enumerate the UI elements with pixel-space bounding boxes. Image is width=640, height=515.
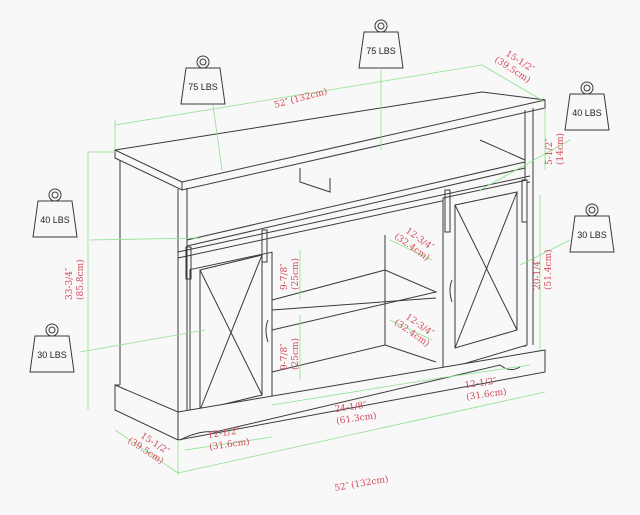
svg-text:12-1/2″: 12-1/2″ bbox=[207, 426, 241, 440]
svg-text:40 LBS: 40 LBS bbox=[40, 215, 70, 225]
weight-icon: 75 LBS bbox=[180, 55, 226, 105]
dim-upper-shelf-height: 9-7/8″ (25cm) bbox=[280, 258, 301, 290]
weight-icon: 40 LBS bbox=[564, 81, 610, 131]
svg-text:(85.8cm): (85.8cm) bbox=[75, 259, 86, 300]
svg-text:12-1/2″: 12-1/2″ bbox=[464, 376, 498, 390]
right-door-hanger bbox=[521, 179, 528, 223]
dim-top-depth: 15-1/2″ (39.5cm) bbox=[492, 49, 536, 85]
right-door-handle[interactable] bbox=[449, 279, 453, 303]
svg-text:75 LBS: 75 LBS bbox=[366, 46, 396, 56]
dim-open-shelf-height: 5-1/2″ (14cm) bbox=[545, 133, 566, 165]
svg-text:40 LBS: 40 LBS bbox=[572, 108, 602, 118]
weight-icon: 30 LBS bbox=[569, 203, 615, 253]
right-door-hanger bbox=[444, 189, 451, 233]
dim-total-height: 33-3/4″ (85.8cm) bbox=[65, 259, 86, 300]
svg-text:20-1/4″: 20-1/4″ bbox=[533, 257, 543, 290]
dim-left-cabinet-width: 12-1/2″ (31.6cm) bbox=[207, 426, 250, 452]
svg-text:(14cm): (14cm) bbox=[555, 133, 566, 165]
dim-cabinet-height: 20-1/4″ (51.4cm) bbox=[533, 249, 554, 290]
svg-text:30 LBS: 30 LBS bbox=[577, 230, 607, 240]
tv-stand-drawing bbox=[114, 91, 546, 441]
weight-icon: 75 LBS bbox=[358, 19, 404, 69]
svg-text:5-1/2″: 5-1/2″ bbox=[545, 138, 555, 165]
left-door-handle[interactable] bbox=[265, 319, 269, 343]
dim-bottom-width: 52″(132cm) bbox=[334, 474, 390, 494]
dim-upper-shelf-depth: 12-3/4″ (32.4cm) bbox=[392, 226, 436, 263]
svg-text:24-1/8″: 24-1/8″ bbox=[334, 400, 368, 414]
svg-text:(51.4cm): (51.4cm) bbox=[543, 249, 554, 290]
weight-icon: 30 LBS bbox=[29, 323, 75, 373]
dimension-lines bbox=[79, 64, 571, 475]
svg-text:(25cm): (25cm) bbox=[290, 258, 301, 290]
weight-icon: 40 LBS bbox=[32, 188, 78, 238]
right-barn-door[interactable] bbox=[442, 179, 528, 371]
top-slab bbox=[114, 91, 546, 191]
dim-lower-shelf-depth: 12-3/4″ (32.4cm) bbox=[392, 312, 436, 349]
svg-text:(25cm): (25cm) bbox=[290, 338, 301, 370]
dim-top-width: 52″(132cm) bbox=[273, 86, 329, 111]
left-door-hanger bbox=[185, 246, 192, 280]
svg-text:30 LBS: 30 LBS bbox=[37, 350, 67, 360]
svg-text:75 LBS: 75 LBS bbox=[188, 82, 218, 92]
svg-text:33-3/4″: 33-3/4″ bbox=[65, 267, 75, 300]
left-door-hanger bbox=[261, 229, 268, 263]
svg-text:9-7/8″: 9-7/8″ bbox=[280, 343, 290, 370]
dim-lower-shelf-height: 9-7/8″ (25cm) bbox=[280, 338, 301, 370]
svg-text:9-7/8″: 9-7/8″ bbox=[280, 263, 290, 290]
weight-badges: 75 LBS 75 LBS 40 LBS 40 LBS 30 LBS 30 LB… bbox=[29, 19, 615, 373]
